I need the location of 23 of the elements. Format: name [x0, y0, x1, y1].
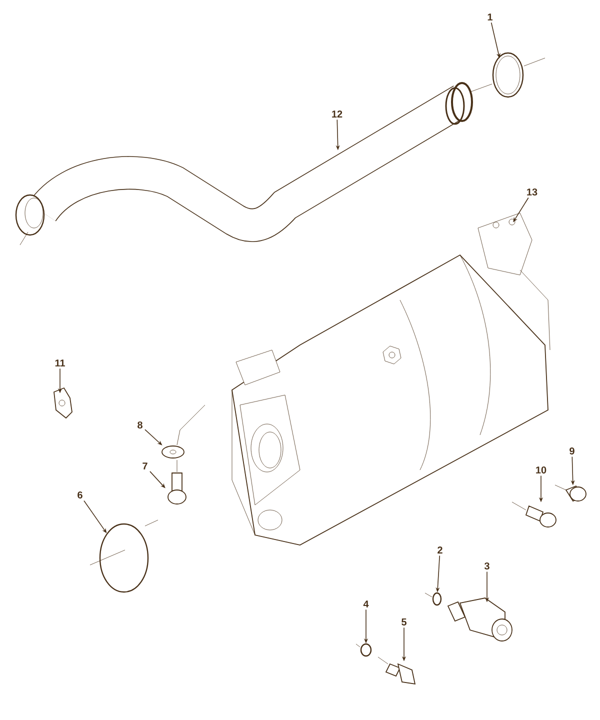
callout-number: 2: [438, 546, 442, 554]
callout-number: 4: [363, 600, 369, 608]
callout-number: 13: [527, 188, 538, 196]
ring: [90, 520, 158, 593]
callout-number: 5: [402, 618, 406, 626]
pipe-drawing: [15, 82, 473, 246]
callout-number: 10: [536, 466, 546, 474]
callout-number: 8: [138, 421, 142, 429]
bolt-drawing: [512, 502, 556, 528]
bolt-drawing: [168, 460, 186, 504]
o-ring: [356, 643, 372, 657]
callout-number: 7: [142, 462, 148, 470]
callout-number: 11: [55, 360, 65, 366]
callout-number: 1: [488, 14, 492, 20]
callout-number: 6: [78, 491, 82, 499]
callout-number: 9: [570, 447, 574, 455]
o-ring: [424, 592, 442, 606]
ring-drawing: [470, 52, 546, 98]
callout-number: 3: [484, 562, 490, 570]
sensor-drawing: [378, 656, 416, 685]
washer-drawing: [162, 404, 206, 458]
gasket-drawing: [54, 387, 72, 419]
housing-drawing: [232, 212, 550, 546]
